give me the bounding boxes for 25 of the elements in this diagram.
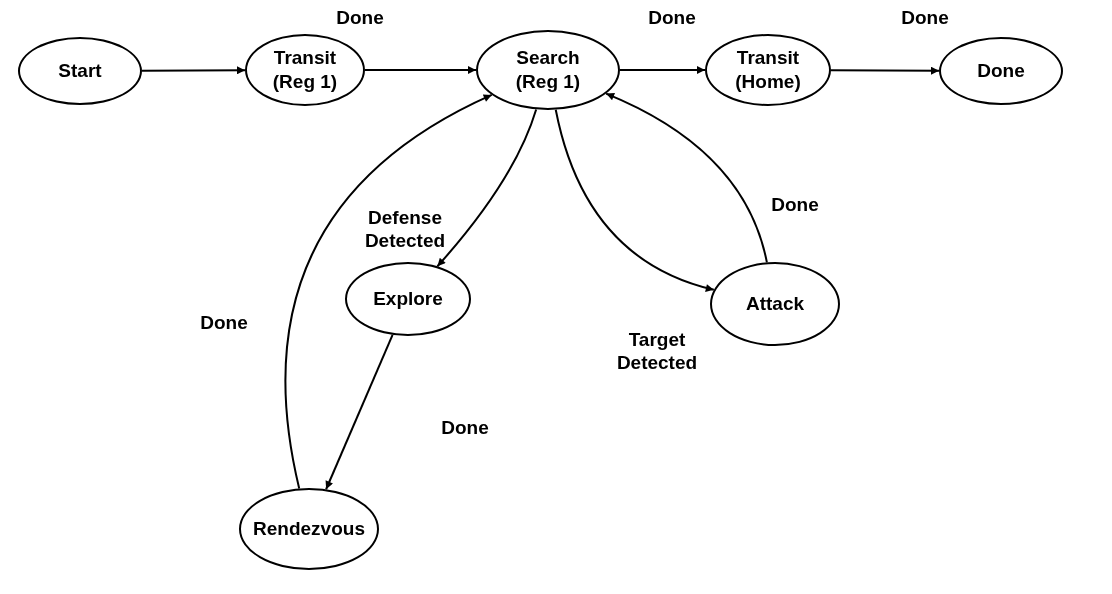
edge-label: Done [770, 193, 820, 216]
state-label: Search (Reg 1) [514, 46, 582, 94]
arrow [605, 92, 768, 264]
state-label: Rendezvous [253, 517, 365, 541]
arrow [364, 66, 477, 74]
arrow [141, 66, 246, 75]
state-label: Done [977, 59, 1025, 83]
edge-label: Defense Detected [363, 206, 447, 252]
edge-label: Done [900, 6, 950, 29]
state-label: Attack [745, 292, 805, 316]
state-label: Explore [373, 287, 443, 311]
edge-label: Done [440, 416, 490, 439]
arrow [436, 108, 538, 268]
arrow [284, 93, 493, 490]
edge-label: Done [199, 311, 249, 334]
edge-label: Done [335, 6, 385, 29]
arrow [325, 333, 394, 491]
arrow [554, 108, 715, 292]
edge-label: Done [647, 6, 697, 29]
state-label: Transit (Home) [734, 46, 802, 94]
state-label: Transit (Reg 1) [271, 46, 339, 94]
edge-label: Target Detected [615, 328, 699, 374]
arrow [830, 66, 940, 75]
arrow [619, 66, 706, 74]
state-label: Start [58, 59, 102, 83]
